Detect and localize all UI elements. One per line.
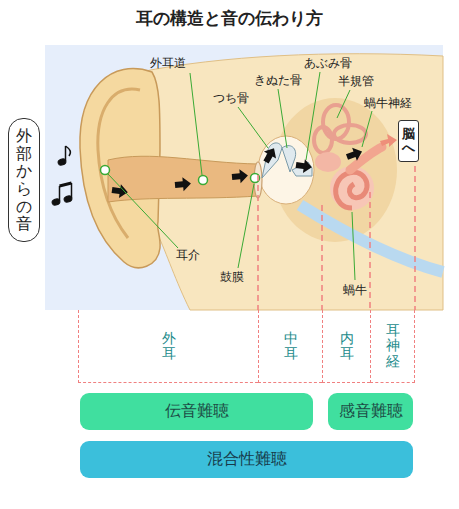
region-guide	[369, 192, 371, 310]
node-text: 耳神経	[386, 323, 400, 369]
note-stem	[59, 186, 61, 201]
semicircular-canal	[314, 127, 332, 153]
note-beam	[60, 183, 72, 186]
ear-region: 外耳	[78, 310, 258, 383]
region-guides	[258, 166, 415, 310]
note-stem	[65, 146, 67, 161]
vestibule	[315, 152, 341, 172]
leader-lines	[108, 72, 372, 280]
ear-canal	[108, 156, 258, 202]
part-label: 蝸牛	[343, 283, 367, 297]
leader-line	[306, 72, 320, 160]
region-guide	[321, 205, 323, 310]
leader-line	[362, 111, 372, 147]
head-section	[140, 54, 443, 310]
part-label: 半規管	[338, 74, 374, 88]
part-label: 蝸牛神経	[364, 96, 412, 110]
leader-line	[108, 174, 178, 248]
leader-line	[238, 107, 268, 148]
sound-arrow	[231, 169, 248, 184]
diagram-title: 耳の構造と音の伝わり方	[0, 7, 459, 30]
node-text: 内耳	[340, 331, 354, 362]
region-guide	[257, 175, 259, 310]
sound-arrow	[111, 183, 129, 199]
part-label: 耳介	[176, 248, 200, 262]
note-flag	[66, 146, 71, 156]
part-label: つち骨	[213, 91, 249, 105]
hearing-loss-box: 伝音難聴	[80, 393, 313, 430]
ear-region: 内耳	[322, 310, 370, 383]
to-brain-arrow	[380, 134, 397, 147]
node-text: 脳へ	[402, 127, 415, 156]
illustration-ground	[45, 45, 443, 310]
leader-line	[278, 89, 287, 148]
hearing-loss-box: 混合性難聴	[80, 441, 413, 478]
part-label: 外耳道	[150, 56, 186, 70]
part-label: 鼓膜	[220, 270, 244, 284]
node-text: 伝音難聴	[165, 401, 229, 422]
pointer-dots	[101, 166, 260, 185]
music-notes	[51, 146, 73, 206]
sound-arrow	[260, 145, 280, 166]
source-box: 外部からの音	[8, 118, 40, 242]
leader-line	[337, 90, 350, 118]
note-stem	[71, 183, 73, 198]
leader-line	[352, 212, 355, 280]
ear-region: 中耳	[258, 310, 322, 383]
sound-arrow	[295, 158, 313, 174]
part-label: あぶみ骨	[304, 56, 352, 70]
pointer-dot	[199, 176, 208, 185]
node-text: 中耳	[284, 331, 298, 362]
ear-region: 耳神経	[370, 310, 415, 383]
leader-line	[190, 73, 202, 175]
hearing-loss-box: 感音難聴	[328, 393, 413, 430]
sound-arrows	[111, 145, 364, 200]
incus	[282, 146, 296, 172]
brain-box: 脳へ	[398, 120, 419, 162]
leader-line	[238, 184, 254, 268]
semicircular-canal	[334, 125, 366, 143]
part-label: きぬた骨	[254, 73, 302, 87]
cochlea-spiral	[336, 172, 367, 208]
region-guide	[414, 166, 416, 310]
sound-arrow	[345, 145, 365, 164]
node-text: 感音難聴	[339, 401, 403, 422]
node-text: 外部からの音	[16, 127, 32, 233]
node-text: 外耳	[162, 331, 176, 362]
node-text: 混合性難聴	[207, 449, 287, 470]
sound-arrow	[174, 177, 191, 192]
pointer-dot	[101, 166, 110, 175]
